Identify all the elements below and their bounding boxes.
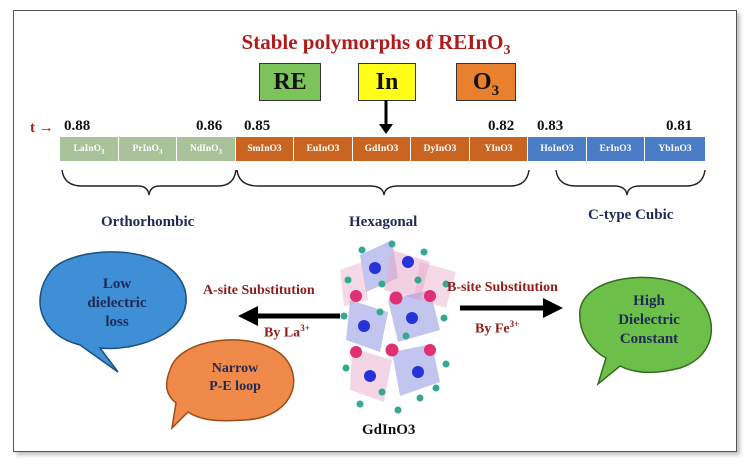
element-box-in: In xyxy=(358,63,416,101)
phase-label-hexagonal: Hexagonal xyxy=(349,214,418,230)
diagram-title: Stable polymorphs of REInO3 xyxy=(241,30,511,59)
brace-orthorhombic xyxy=(61,169,237,196)
tolerance-value: 0.83 xyxy=(537,118,564,134)
brace-hexagonal xyxy=(236,169,530,196)
compound-cell: NdInO3 xyxy=(177,137,236,161)
compound-cell: DyInO3 xyxy=(411,137,470,161)
a-site-by-label: By La3+ xyxy=(264,323,310,341)
crystal-label: GdInO3 xyxy=(362,422,416,438)
left-arrow-head-icon xyxy=(238,306,258,326)
a-site-label: A-site Substitution xyxy=(203,283,315,298)
element-box-re: RE xyxy=(259,63,321,101)
tolerance-label: t → xyxy=(30,120,54,136)
compound-cell: YInO3 xyxy=(470,137,528,161)
compound-cell: YbInO3 xyxy=(645,137,706,161)
down-arrow-head-icon xyxy=(379,124,393,134)
speech-bubble-high xyxy=(579,276,712,387)
b-site-by-label: By Fe3+ xyxy=(475,319,520,337)
phase-label-orthorhombic: Orthorhombic xyxy=(101,214,195,230)
tolerance-value: 0.81 xyxy=(666,118,693,134)
brace-cubic xyxy=(555,169,706,196)
tolerance-value: 0.86 xyxy=(196,118,223,134)
compound-cell: GdInO3 xyxy=(353,137,411,161)
compound-cell: EuInO3 xyxy=(294,137,353,161)
element-box-o3: O3 xyxy=(456,63,516,101)
compound-cell: HoInO3 xyxy=(528,137,587,161)
speech-bubble-narrow xyxy=(165,339,295,431)
phase-label-cubic: C-type Cubic xyxy=(588,207,674,223)
tolerance-value: 0.82 xyxy=(488,118,515,134)
compound-cell: LaInO3 xyxy=(60,137,119,161)
compound-cell: PrInO3 xyxy=(119,137,177,161)
crystal-structure-image xyxy=(340,240,456,414)
compound-cell: ErInO3 xyxy=(587,137,645,161)
compound-cell: SmInO3 xyxy=(236,137,294,161)
b-site-label: B-site Substitution xyxy=(447,280,558,295)
tolerance-value: 0.88 xyxy=(64,118,91,134)
right-arrow-head-icon xyxy=(543,298,563,318)
speech-bubble-low-loss xyxy=(39,251,187,373)
tolerance-value: 0.85 xyxy=(244,118,271,134)
